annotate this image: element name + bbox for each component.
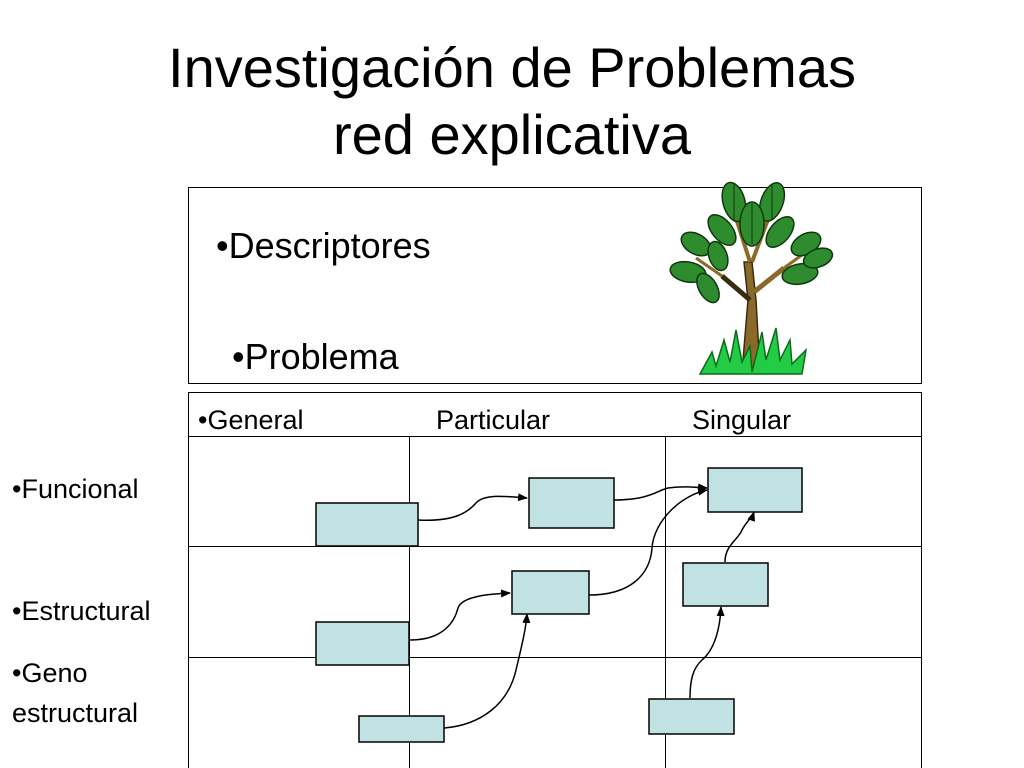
network-nodes: [315, 467, 803, 743]
slide-title-line-1: Investigación de Problemas: [168, 36, 856, 99]
row-label-geno-line1: •Geno: [12, 658, 88, 688]
descriptors-box: [188, 187, 922, 384]
row-label-geno-line2: estructural: [12, 698, 139, 728]
arrow-particular-funcional-to-singular: [613, 483, 708, 501]
arrow-general-estructural-to-particular: [409, 589, 511, 641]
column-header-particular: Particular: [436, 405, 551, 435]
row-label-estructural: •Estructural: [12, 596, 151, 626]
classification-grid: [188, 392, 922, 768]
slide-title-line-2: red explicativa: [333, 103, 691, 166]
arrow-singular-genoestructural-to-estructural: [689, 606, 725, 699]
arrow-general-funcional-to-particular: [417, 493, 528, 521]
arrow-singular-estructural-to-funcional: [724, 511, 755, 563]
node-particular-funcional: [528, 477, 615, 529]
column-header-singular: Singular: [692, 405, 792, 435]
arrow-genoestructural-to-particular: [443, 613, 531, 729]
node-general-estructural: [315, 621, 410, 666]
node-particular-estructural: [511, 570, 590, 615]
node-singular-genoestructural: [648, 698, 735, 735]
node-general-genoestructural: [358, 715, 445, 743]
row-label-funcional: •Funcional: [12, 474, 139, 504]
network-arrows: [409, 483, 755, 729]
descriptores-item: •Descriptores: [216, 225, 431, 266]
node-singular-estructural: [682, 562, 769, 607]
problema-item: •Problema: [232, 336, 399, 377]
node-singular-funcional: [707, 467, 803, 513]
column-header-general: •General: [198, 405, 304, 435]
arrow-particular-estructural-to-singular: [588, 487, 708, 596]
tree-icon: [669, 181, 834, 375]
node-general-funcional: [315, 502, 419, 547]
